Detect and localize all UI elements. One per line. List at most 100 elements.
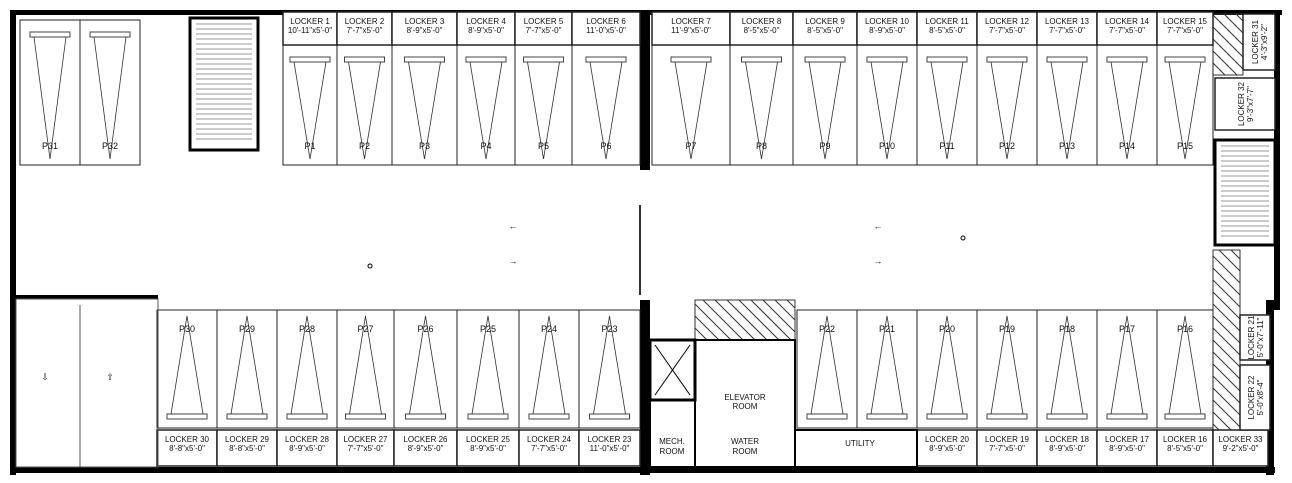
parking-stall-label: P25 [480,324,496,334]
wheel-stop [1106,413,1148,420]
wheel-stop [986,413,1028,420]
hatch-line [1212,255,1241,284]
stall-marker [33,36,67,160]
locker[interactable] [1239,364,1271,431]
hatched-areas [694,13,1244,461]
hatch-line [1235,13,1244,22]
hatch-line [694,315,720,341]
locker[interactable] [1096,11,1158,46]
locker-size: 11'-0"x5'-0" [590,444,630,453]
parking-stall[interactable] [1156,309,1214,429]
locker[interactable] [571,11,641,46]
locker[interactable] [976,11,1038,46]
stall-marker [471,315,505,415]
locker[interactable] [514,11,573,46]
locker-name: LOCKER 10 [865,17,910,26]
hatch-line [1212,14,1244,46]
locker[interactable] [1156,11,1214,46]
stall-marker [745,61,778,160]
hatch-line [1212,327,1241,356]
hatch-line [1212,279,1241,308]
stall-marker [990,315,1024,415]
locker[interactable] [156,429,218,467]
locker[interactable] [916,429,978,467]
locker[interactable] [276,429,338,467]
stall-marker [527,61,560,160]
wheel-stop [226,413,268,420]
locker-name: LOCKER 33 [1218,435,1263,444]
parking-stall-label: P15 [1177,141,1193,151]
stall-marker [1168,315,1202,415]
stall-marker [170,315,204,415]
locker[interactable] [393,429,458,467]
wheel-stop [741,56,782,63]
locker[interactable] [1239,314,1271,361]
hatch-line [1212,62,1226,76]
locker-name: LOCKER 20 [925,435,970,444]
wheel-stop [585,56,627,63]
locker-name: LOCKER 25 [466,435,511,444]
locker[interactable] [856,11,918,46]
stall-marker [674,61,708,160]
parking-stall-label: P31 [42,141,58,151]
parking-stall-label: P6 [600,141,611,151]
hatch-line [738,299,780,341]
parking-stall[interactable] [79,19,141,166]
stall-marker [810,315,844,415]
wheel-stop [1164,56,1206,63]
stall-marker [990,61,1024,160]
parking-stall[interactable] [1156,44,1214,166]
locker-name: LOCKER 18 [1045,435,1090,444]
locker[interactable] [916,11,978,46]
locker-name: LOCKER 32 [1237,81,1246,126]
wheel-stop [589,413,630,420]
wheel-stop [404,56,445,63]
wheel-stop [344,56,385,63]
locker-size: 7'-7"x5'-0" [348,444,384,453]
locker[interactable] [1036,429,1098,467]
locker-size: 8'-5"x5'-0" [807,26,843,35]
parking-stall-label: P12 [999,141,1015,151]
locker-name: LOCKER 26 [403,435,448,444]
ramp-arrow-down-icon: ⇩ [41,372,49,382]
room-label: ROOM [733,402,758,411]
stall-marker [409,315,442,415]
hatch-line [1212,303,1241,332]
hatch-line [1212,50,1238,76]
locker-size: 10'-11"x5'-0" [288,26,332,35]
locker[interactable] [282,11,338,46]
water-elevator-room [694,339,796,468]
locker[interactable] [1242,13,1276,71]
locker-name: LOCKER 23 [587,435,632,444]
locker[interactable] [518,429,580,467]
hatch-line [714,299,756,341]
parking-stall-label: P13 [1059,141,1075,151]
locker[interactable] [391,11,458,46]
parking-stall-label: P24 [541,324,557,334]
stall-marker [1168,61,1202,160]
locker[interactable] [1214,77,1276,131]
hatch-line [1212,363,1241,392]
locker-name: LOCKER 11 [925,17,969,26]
locker-size: 9'-2"x5'-0" [1223,444,1259,453]
locker[interactable] [1212,429,1269,467]
wheel-stop [866,56,908,63]
stall-marker [93,36,127,160]
locker-size: 8'-9"x5'-0" [470,444,506,453]
parking-stall-label: P20 [939,324,955,334]
parking-stall-label: P23 [601,324,617,334]
parking-stall[interactable] [578,309,641,429]
traffic-arrow-right-icon: → [509,256,518,266]
wheel-stop [465,56,507,63]
wheel-stop [926,56,968,63]
locker-name: LOCKER 30 [165,435,210,444]
parking-stall[interactable] [571,44,641,166]
mech-room [649,399,696,468]
locker[interactable] [1096,429,1158,467]
locker[interactable] [792,11,858,46]
locker[interactable] [1036,11,1098,46]
stairwell-right [1213,138,1277,247]
locker[interactable] [976,429,1038,467]
locker[interactable] [578,429,641,467]
parking-stall-label: P26 [417,324,433,334]
